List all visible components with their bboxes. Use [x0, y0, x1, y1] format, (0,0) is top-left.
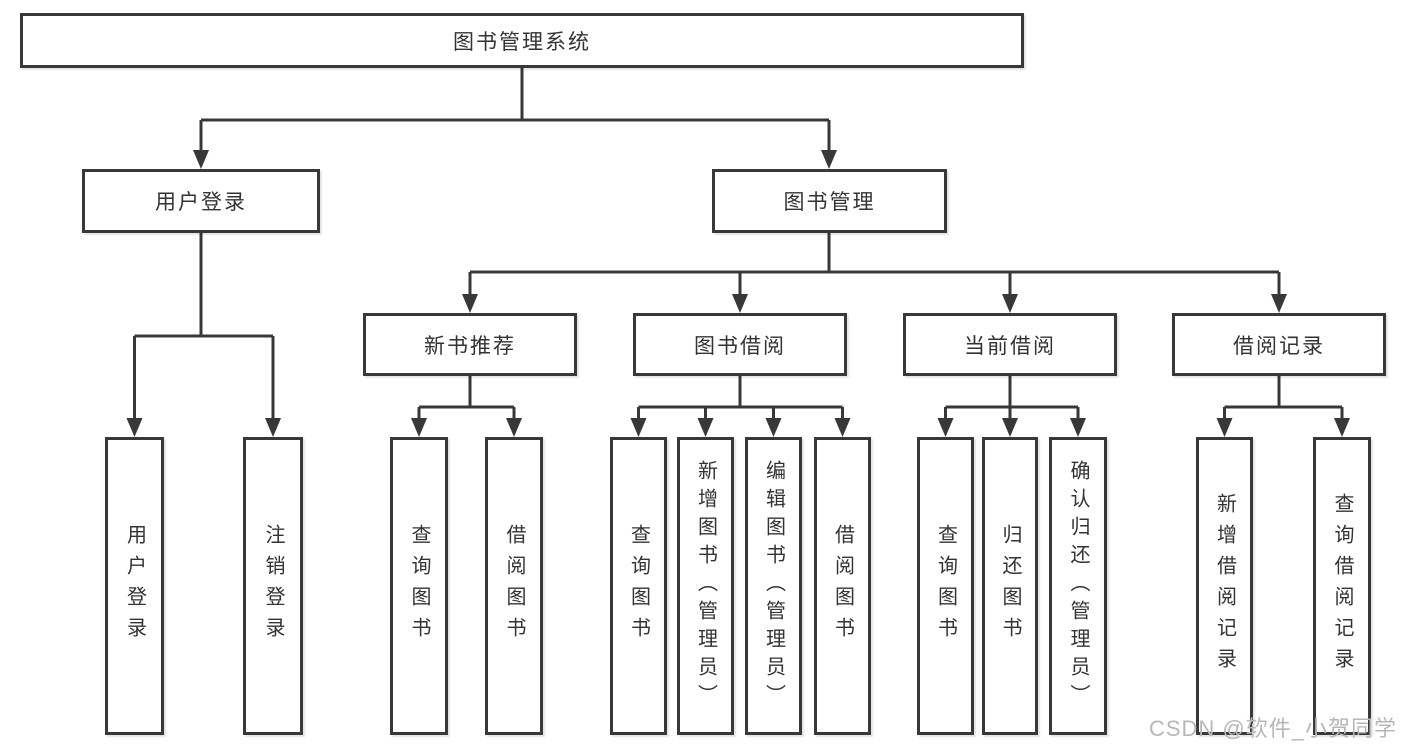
leaf-current-confirm-admin-label: 确认归还（管理员）	[1067, 460, 1089, 712]
connector-records-children	[1216, 376, 1350, 437]
leaf-current-return-label: 归还图书	[999, 524, 1021, 648]
leaf-user-login-label: 用户登录	[123, 524, 146, 648]
leaf-current-return: 归还图书	[982, 437, 1038, 735]
connector-current-children	[937, 376, 1086, 437]
node-borrow-records: 借阅记录	[1172, 313, 1386, 376]
node-user-login: 用户登录	[82, 169, 320, 233]
leaf-records-add: 新增借阅记录	[1196, 437, 1253, 735]
leaf-newbook-query-label: 查询图书	[408, 524, 430, 648]
node-borrow-records-label: 借阅记录	[1233, 334, 1325, 358]
node-user-login-label: 用户登录	[155, 191, 247, 214]
leaf-current-confirm-admin: 确认归还（管理员）	[1049, 437, 1107, 735]
connector-mgmt-children	[462, 233, 1287, 313]
csdn-watermark: CSDN @软件_小贺同学	[1148, 716, 1397, 741]
leaf-borrow-borrow: 借阅图书	[814, 437, 871, 735]
leaf-borrow-add-admin-label: 新增图书（管理员）	[694, 460, 717, 712]
leaf-user-login: 用户登录	[105, 437, 164, 735]
leaf-records-add-label: 新增借阅记录	[1213, 493, 1236, 679]
leaf-borrow-query-label: 查询图书	[627, 524, 650, 648]
leaf-records-query: 查询借阅记录	[1313, 437, 1371, 735]
leaf-newbook-borrow: 借阅图书	[485, 437, 543, 735]
leaf-current-query: 查询图书	[917, 437, 974, 735]
node-root: 图书管理系统	[20, 13, 1024, 68]
leaf-logout-label: 注销登录	[262, 524, 284, 648]
connector-root-children	[193, 68, 837, 169]
node-book-mgmt: 图书管理	[712, 169, 947, 233]
leaf-borrow-edit-admin: 编辑图书（管理员）	[745, 437, 802, 735]
leaf-records-query-label: 查询借阅记录	[1331, 493, 1353, 679]
leaf-logout: 注销登录	[243, 437, 303, 735]
leaf-borrow-edit-admin-label: 编辑图书（管理员）	[762, 460, 785, 712]
leaf-newbook-query: 查询图书	[390, 437, 448, 735]
node-book-borrow-label: 图书借阅	[694, 334, 786, 358]
node-root-label: 图书管理系统	[453, 30, 591, 54]
connector-borrow-children	[630, 376, 851, 437]
leaf-borrow-borrow-label: 借阅图书	[831, 524, 854, 648]
leaf-borrow-query: 查询图书	[610, 437, 667, 735]
node-new-book-recommend-label: 新书推荐	[424, 334, 516, 358]
node-current-borrow: 当前借阅	[903, 313, 1117, 376]
leaf-current-query-label: 查询图书	[934, 524, 957, 648]
node-book-mgmt-label: 图书管理	[783, 191, 876, 214]
node-current-borrow-label: 当前借阅	[964, 334, 1056, 358]
node-book-borrow: 图书借阅	[633, 313, 847, 376]
connector-newbook-children	[411, 376, 522, 437]
connector-login-children	[126, 233, 281, 437]
leaf-newbook-borrow-label: 借阅图书	[503, 524, 525, 648]
node-new-book-recommend: 新书推荐	[363, 313, 577, 376]
leaf-borrow-add-admin: 新增图书（管理员）	[677, 437, 734, 735]
